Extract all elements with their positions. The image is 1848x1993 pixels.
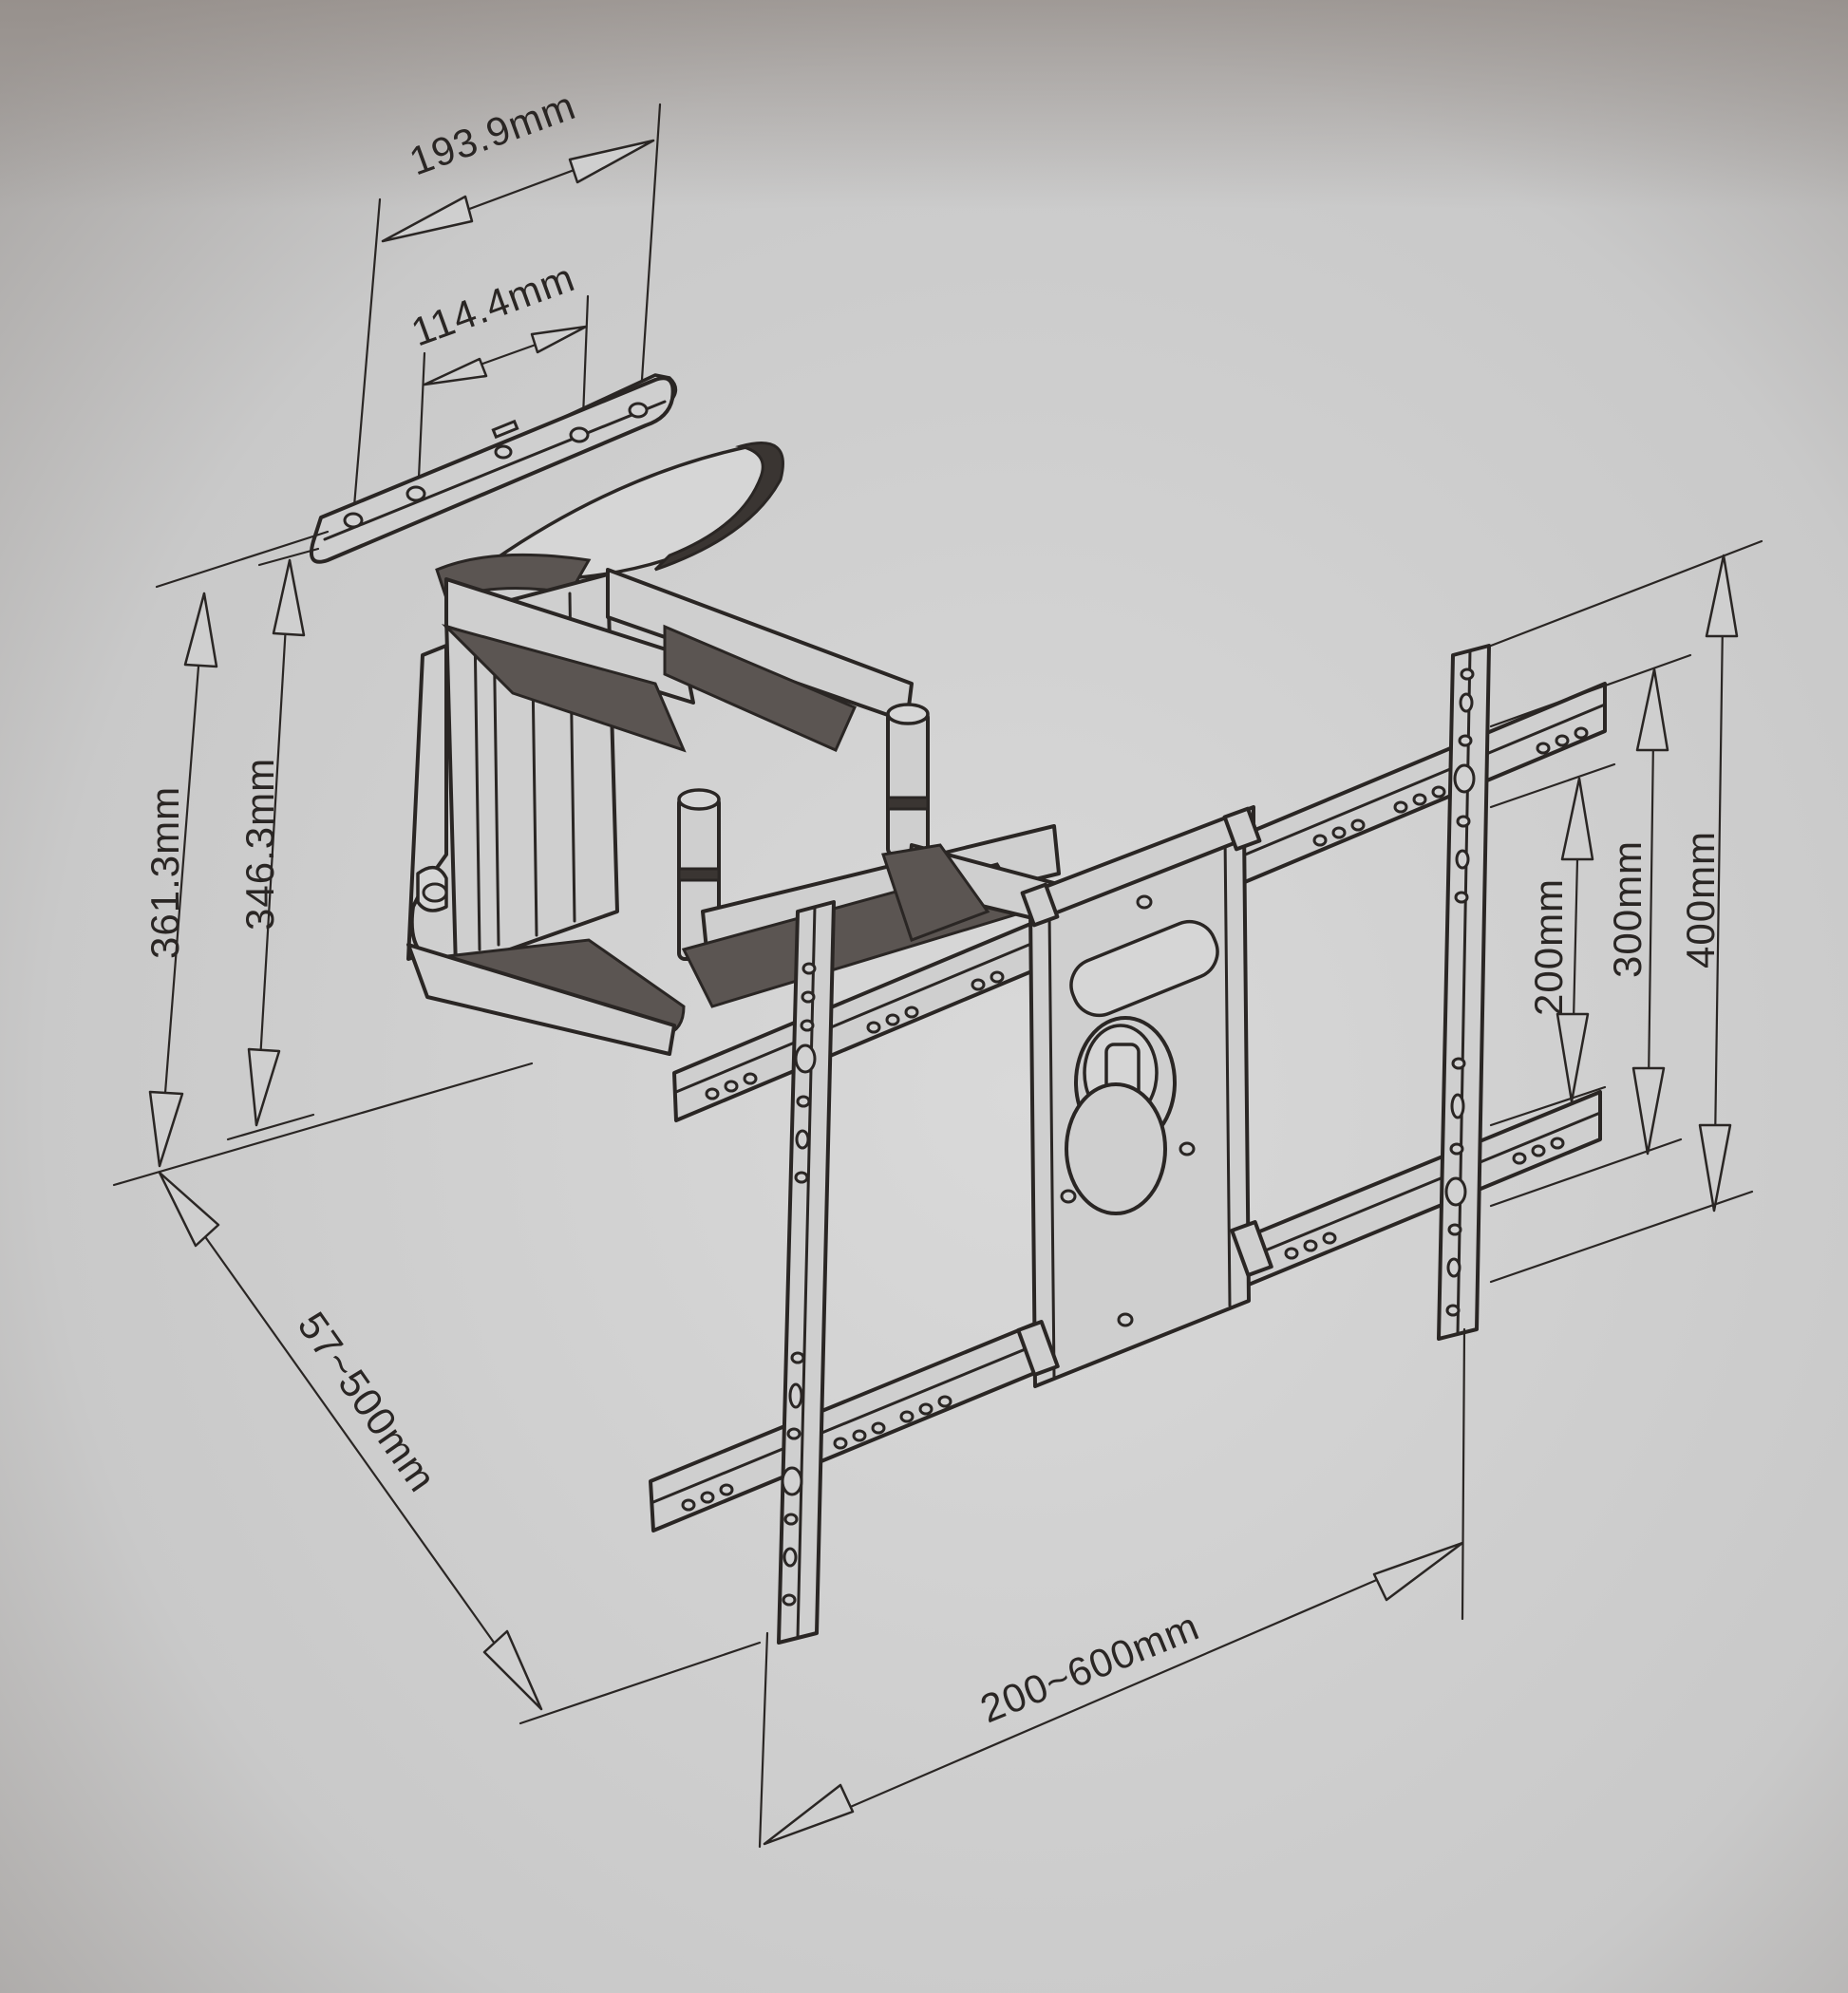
dim-label-346-3: 346.3mm bbox=[237, 758, 282, 931]
dim-label-361-3: 361.3mm bbox=[142, 786, 187, 959]
dim-vesa-300: 300mm bbox=[1489, 653, 1692, 1208]
dim-vesa-200: 200mm bbox=[1489, 762, 1616, 1127]
top-shadow bbox=[0, 0, 1848, 209]
dim-wall-plate-height-outer: 361.3mm bbox=[112, 530, 534, 1187]
vertical-tv-bracket-left bbox=[777, 900, 836, 1645]
wall-plate bbox=[309, 373, 678, 564]
lower-rail-slots bbox=[681, 1137, 1565, 1512]
vertical-tv-bracket-right bbox=[1437, 644, 1491, 1341]
dim-label-200: 200mm bbox=[1526, 878, 1571, 1016]
dim-wall-plate-height-inner: 346.3mm bbox=[226, 547, 320, 1141]
wall-plate-body bbox=[406, 573, 686, 1056]
wall-plate-hole bbox=[343, 512, 364, 529]
wall-plate-hole bbox=[405, 485, 426, 502]
dim-vesa-400: 400mm bbox=[1489, 539, 1763, 1284]
articulating-arms bbox=[441, 568, 1061, 1008]
dim-label-400: 400mm bbox=[1678, 831, 1723, 968]
wall-plate-hole bbox=[494, 444, 513, 460]
wall-plate-hole bbox=[569, 426, 590, 443]
dim-label-300: 300mm bbox=[1605, 840, 1650, 978]
tv-adapter-plate bbox=[1016, 805, 1273, 1388]
upper-rail-slots bbox=[705, 726, 1589, 1100]
wall-plate-hole bbox=[628, 402, 649, 419]
